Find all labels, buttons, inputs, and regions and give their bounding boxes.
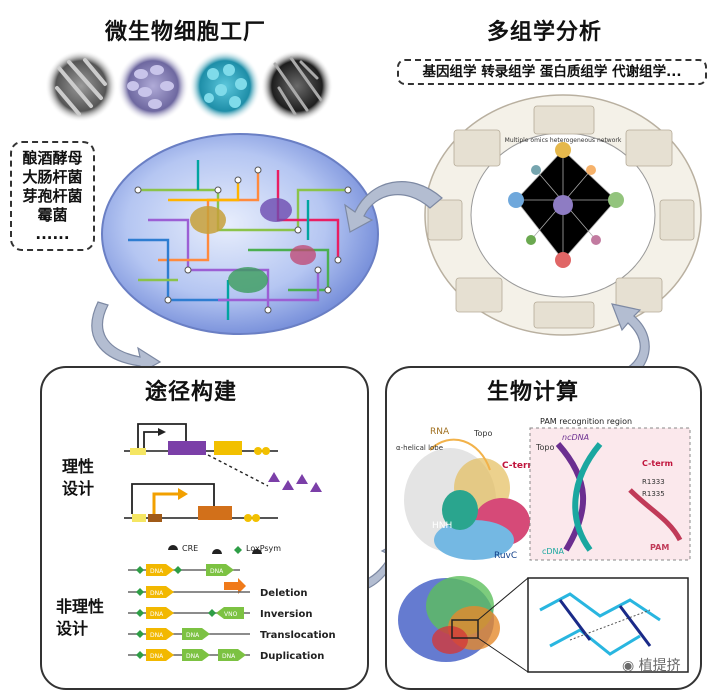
rational-design-label: 理性 设计 bbox=[62, 457, 95, 498]
active-site-inset bbox=[527, 577, 689, 673]
label-cdna: cDNA bbox=[542, 547, 565, 556]
op-inversion: Inversion bbox=[260, 609, 312, 620]
enzyme-ribbon bbox=[398, 576, 529, 673]
pathway-title: 途径构建 bbox=[145, 380, 238, 405]
micro-image-4 bbox=[261, 50, 333, 122]
pam-inset bbox=[529, 427, 691, 561]
wechat-icon: ◉ bbox=[622, 658, 635, 674]
cell-metabolic-network bbox=[101, 133, 379, 335]
organism-3: 芽孢杆菌 bbox=[22, 187, 83, 205]
network-nodes bbox=[508, 142, 624, 268]
nonrational-design-diagram: CRE LoxPsym DNA DNA DNA Deletion DNA VNO… bbox=[128, 544, 336, 662]
watermark: ◉ 植提挤 bbox=[622, 655, 681, 675]
op-translocation: Translocation bbox=[260, 630, 336, 641]
microbe-images bbox=[45, 50, 333, 122]
cas9-structure bbox=[404, 438, 530, 560]
micro-image-1 bbox=[45, 50, 117, 122]
label-helical: α-helical lobe bbox=[396, 444, 443, 452]
organism-1: 酿酒酵母 bbox=[22, 149, 83, 167]
legend-cre: CRE bbox=[182, 544, 198, 553]
computing-title: 生物计算 bbox=[487, 380, 580, 405]
dna-label-del: DNA bbox=[150, 590, 164, 597]
label-ncdna: ncDNA bbox=[562, 433, 589, 442]
multiomics-title: 多组学分析 bbox=[487, 20, 603, 45]
organism-2: 大肠杆菌 bbox=[22, 168, 83, 186]
cell-factory-title: 微生物细胞工厂 bbox=[105, 20, 267, 45]
micro-image-3 bbox=[189, 50, 261, 122]
label-topo: Topo bbox=[473, 429, 493, 438]
loxpsym-sites bbox=[136, 566, 216, 659]
pathway-lines bbox=[128, 160, 348, 320]
label-r1335: R1335 bbox=[642, 490, 665, 498]
label-cterm-inset: C-term bbox=[642, 459, 673, 468]
watermark-text: 植提挤 bbox=[638, 658, 681, 674]
op-deletion: Deletion bbox=[260, 588, 308, 599]
label-r1333: R1333 bbox=[642, 478, 665, 486]
dna-label-du2: DNA bbox=[186, 653, 200, 660]
organism-5: ...... bbox=[35, 225, 70, 243]
organism-list-box: 酿酒酵母 大肠杆菌 芽孢杆菌 霉菌 ...... bbox=[10, 141, 95, 251]
protein-structure-panel: RNA Topo α-helical lobe C-term HNH RuvC … bbox=[396, 417, 691, 673]
product-triangles bbox=[268, 472, 322, 492]
row-deletion: DNA Deletion bbox=[128, 586, 308, 599]
row-translocation: DNA DNA Translocation bbox=[128, 628, 336, 641]
label-pam-region: PAM recognition region bbox=[540, 417, 632, 426]
legend: CRE LoxPsym bbox=[168, 544, 281, 554]
label-topo-inset: Topo bbox=[535, 443, 555, 452]
nonrational-design-label: 非理性 设计 bbox=[56, 597, 105, 638]
dna-label-1: DNA bbox=[150, 568, 164, 575]
cell-ellipse bbox=[101, 133, 379, 335]
dna-label-du1: DNA bbox=[150, 653, 164, 660]
label-hnh: HNH bbox=[432, 521, 452, 531]
row-duplication: DNA DNA DNA Duplication bbox=[128, 649, 324, 662]
enzyme-structures bbox=[190, 198, 316, 293]
recombination-top: DNA DNA bbox=[128, 549, 262, 594]
op-duplication: Duplication bbox=[260, 651, 324, 662]
dna-label-du3: DNA bbox=[222, 653, 236, 660]
rational-design-diagram bbox=[124, 423, 322, 522]
dna-label-2: DNA bbox=[210, 568, 224, 575]
omics-types-box: 基因组学 转录组学 蛋白质组学 代谢组学... bbox=[397, 59, 707, 85]
construct-bottom bbox=[124, 483, 278, 522]
micro-image-2 bbox=[117, 50, 189, 122]
legend-loxpsym: LoxPsym bbox=[246, 544, 281, 553]
label-ruvc: RuvC bbox=[494, 551, 517, 561]
multiomics-network-circle: Multiple omics heterogeneous network bbox=[424, 94, 702, 336]
dna-label-inv: DNA bbox=[150, 611, 164, 618]
network-label: Multiple omics heterogeneous network bbox=[505, 137, 622, 144]
construct-top bbox=[124, 423, 278, 487]
vno-label: VNO bbox=[224, 611, 238, 618]
label-pam: PAM bbox=[650, 543, 669, 552]
dna-label-tr1: DNA bbox=[150, 632, 164, 639]
label-rna: RNA bbox=[430, 427, 450, 437]
dna-label-tr2: DNA bbox=[186, 632, 200, 639]
row-inversion: DNA VNO Inversion bbox=[128, 607, 312, 620]
organism-4: 霉菌 bbox=[37, 206, 68, 224]
label-cterm: C-term bbox=[502, 461, 537, 471]
